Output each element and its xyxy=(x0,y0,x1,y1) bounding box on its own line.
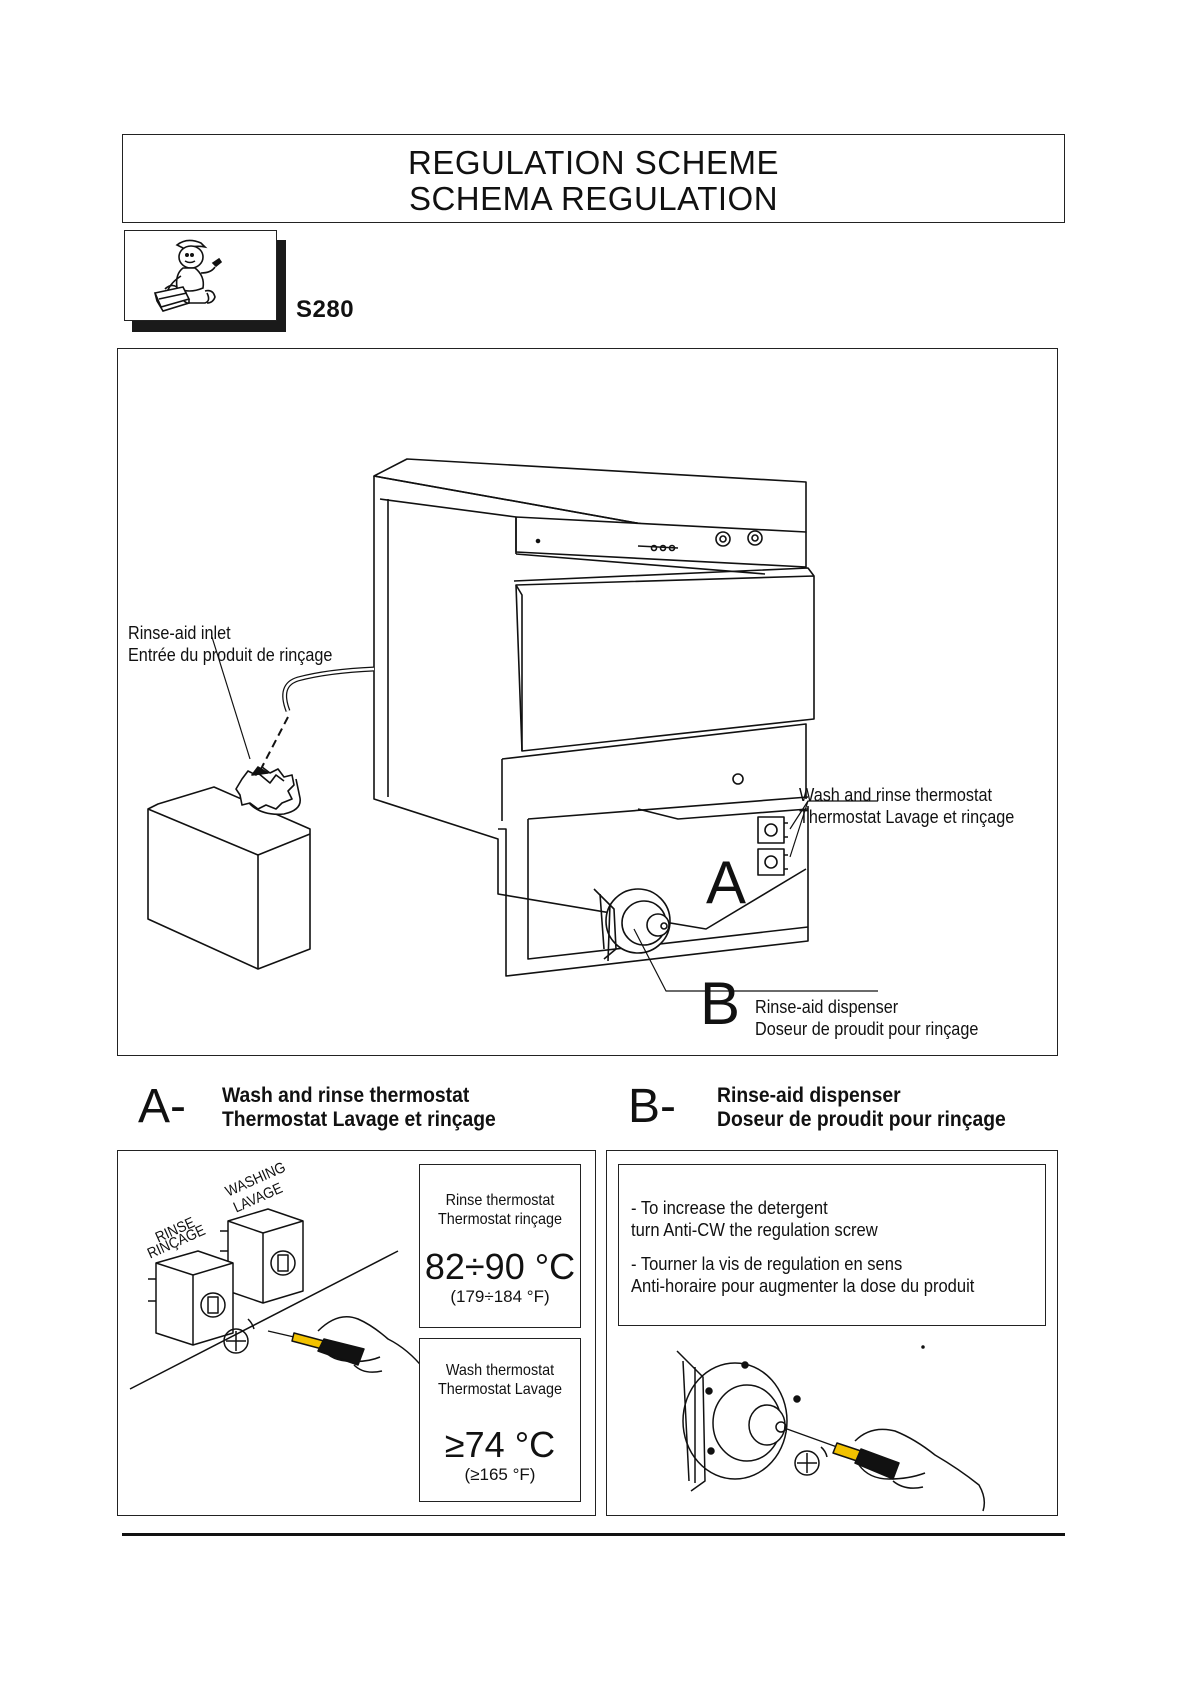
section-b-panel: - To increase the detergent turn Anti-CW… xyxy=(606,1150,1058,1516)
marker-b: B xyxy=(700,970,741,1037)
rinse-thermostat-box: Rinse thermostat Thermostat rinçage 82÷9… xyxy=(419,1164,581,1328)
door-panel xyxy=(515,575,815,752)
dispenser-label-fr: Doseur de proudit pour rinçage xyxy=(755,1019,979,1039)
thermostat-adjustment-sketch xyxy=(129,1208,432,1410)
rinse-box-line2: Thermostat rinçage xyxy=(437,1211,563,1228)
title-french: SCHEMA REGULATION xyxy=(408,180,779,217)
section-b-title-fr: Doseur de proudit pour rinçage xyxy=(717,1108,1006,1131)
wash-temp-celsius: ≥74 °C xyxy=(444,1424,556,1465)
section-b-letter: B- xyxy=(628,1080,676,1133)
rinse-aid-dispenser-sketch xyxy=(593,888,671,962)
wash-thermostat-box: Wash thermostat Thermostat Lavage ≥74 °C… xyxy=(419,1338,581,1502)
rinse-box-line1: Rinse thermostat xyxy=(445,1192,555,1209)
bottom-rule xyxy=(122,1533,1065,1536)
instruction-fr-line1: - Tourner la vis de regulation en sens xyxy=(631,1254,903,1274)
title-box: REGULATION SCHEME SCHEMA REGULATION xyxy=(122,134,1065,223)
rinse-temp-celsius: 82÷90 °C xyxy=(424,1246,576,1287)
rinse-aid-tank xyxy=(147,766,311,970)
title-english: REGULATION SCHEME xyxy=(408,144,779,181)
section-a-panel: WASHING LAVAGE RINSE RINÇAGE Rinse therm… xyxy=(117,1150,596,1516)
rinse-aid-inlet-label-fr: Entrée du produit de rinçage xyxy=(128,645,333,665)
control-knob-right xyxy=(747,530,763,546)
section-a-title-en: Wash and rinse thermostat xyxy=(222,1084,470,1107)
dishwasher-diagram xyxy=(147,458,878,992)
section-a-letter: A- xyxy=(138,1080,186,1133)
rinse-aid-inlet-label-en: Rinse-aid inlet xyxy=(128,623,231,643)
dispenser-adjustment-sketch xyxy=(676,1345,986,1512)
dispenser-instructions-box: - To increase the detergent turn Anti-CW… xyxy=(618,1164,1046,1326)
door-lock xyxy=(732,773,744,785)
instruction-en-line1: - To increase the detergent xyxy=(631,1198,828,1218)
wash-temp-fahrenheit: (≥165 °F) xyxy=(464,1465,536,1484)
machine-diagram-frame: Rinse-aid inlet Entrée du produit de rin… xyxy=(117,348,1058,1056)
thermostat-label-fr: Thermostat Lavage et rinçage xyxy=(799,807,1015,827)
dispenser-label-en: Rinse-aid dispenser xyxy=(755,997,899,1017)
wash-box-line2: Thermostat Lavage xyxy=(437,1381,563,1398)
thermostat-label-en: Wash and rinse thermostat xyxy=(799,785,992,805)
wash-box-line1: Wash thermostat xyxy=(445,1362,555,1379)
control-knob-left xyxy=(715,531,731,547)
washing-thermostat xyxy=(227,1208,304,1304)
technician-with-toolbox-icon xyxy=(153,239,223,312)
thermostats-sketch xyxy=(757,816,788,876)
rinse-thermostat xyxy=(155,1250,234,1346)
rinse-temp-fahrenheit: (179÷184 °F) xyxy=(450,1287,550,1306)
model-number: S280 xyxy=(296,296,355,323)
section-a-title-fr: Thermostat Lavage et rinçage xyxy=(222,1108,496,1131)
section-b-title-en: Rinse-aid dispenser xyxy=(717,1084,901,1107)
technician-icon-box xyxy=(124,230,277,321)
marker-a: A xyxy=(706,849,747,916)
indicator-light xyxy=(535,538,541,544)
instruction-en-line2: turn Anti-CW the regulation screw xyxy=(631,1220,878,1240)
instruction-fr-line2: Anti-horaire pour augmenter la dose du p… xyxy=(631,1276,975,1296)
